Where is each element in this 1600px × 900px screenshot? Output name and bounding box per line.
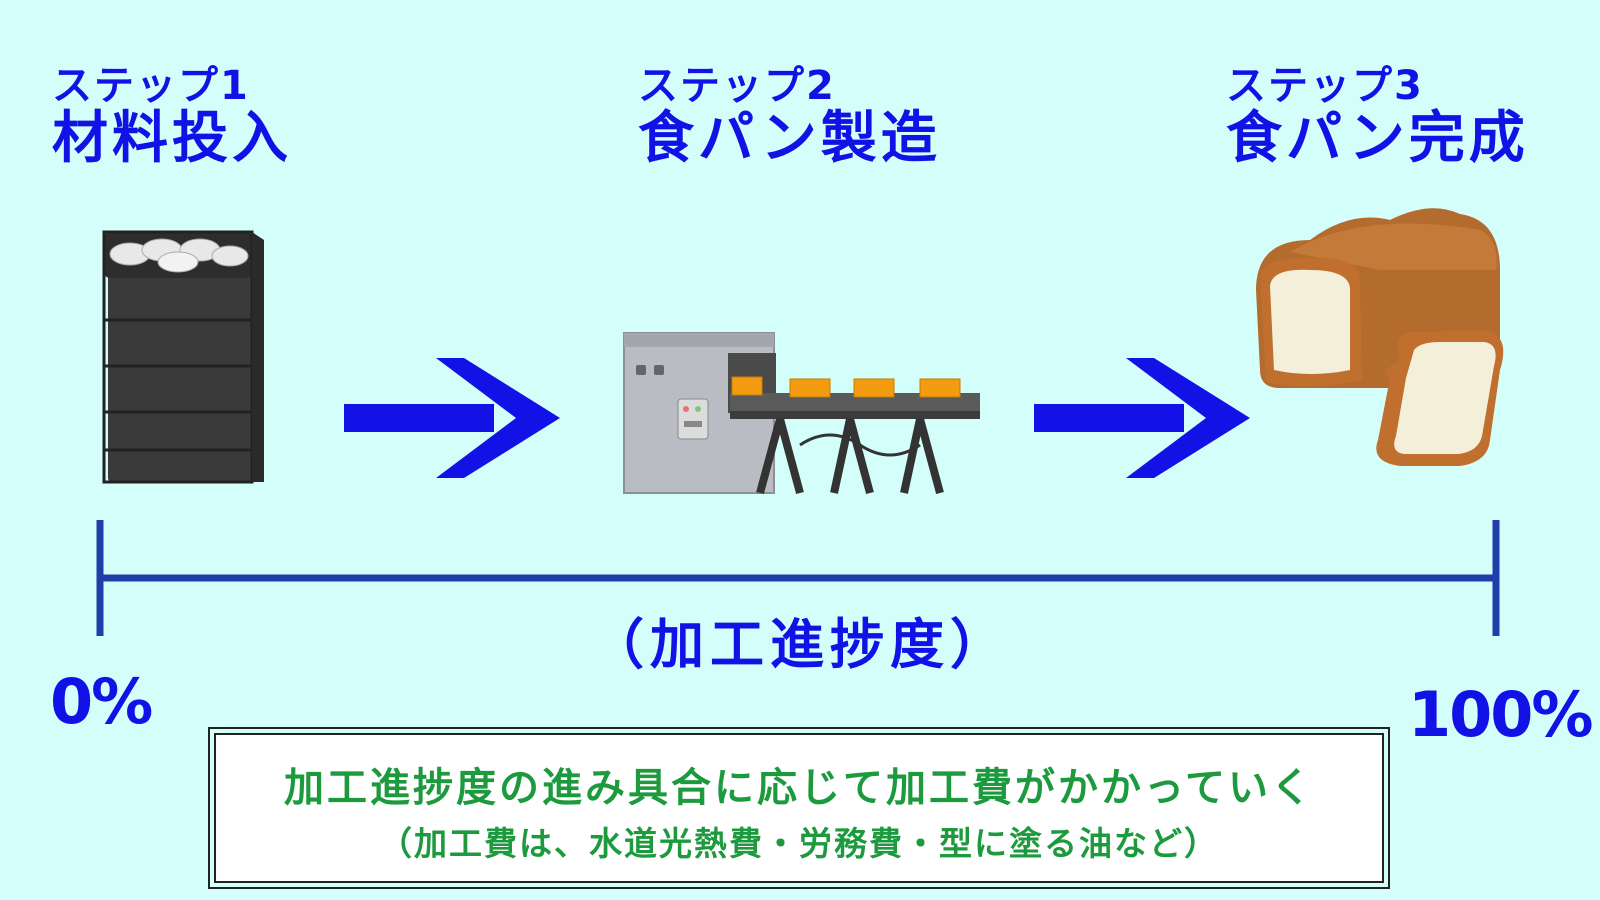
step-1-heading: ステップ1 材料投入 bbox=[52, 64, 292, 170]
progress-scale bbox=[96, 520, 1500, 636]
step-3-heading: ステップ3 食パン完成 bbox=[1226, 64, 1529, 170]
step-1-title: 材料投入 bbox=[52, 106, 292, 171]
step-2-label: ステップ2 bbox=[638, 63, 836, 109]
step-3-title: 食パン完成 bbox=[1226, 106, 1529, 171]
note-sub-text: （加工費は、水道光熱費・労務費・型に塗る油など） bbox=[379, 824, 1219, 863]
step-2-title: 食パン製造 bbox=[638, 106, 941, 171]
bread-factory-machine-icon bbox=[623, 332, 980, 495]
step-3-label: ステップ3 bbox=[1226, 63, 1424, 109]
step-1-label: ステップ1 bbox=[52, 63, 250, 109]
step-2-heading: ステップ2 食パン製造 bbox=[638, 64, 941, 170]
right-arrow-icon bbox=[1034, 358, 1250, 478]
progress-label: （加工進捗度） bbox=[590, 613, 1010, 676]
progress-end-label: 100% bbox=[1408, 678, 1594, 751]
bread-loaf-icon bbox=[1256, 208, 1504, 466]
right-arrow-icon bbox=[344, 358, 560, 478]
progress-start-label: 0% bbox=[50, 665, 153, 738]
note-main-text: 加工進捗度の進み具合に応じて加工費がかかっていく bbox=[284, 765, 1314, 811]
note-box: 加工進捗度の進み具合に応じて加工費がかかっていく （加工費は、水道光熱費・労務費… bbox=[208, 727, 1390, 889]
flour-sack-crate-icon bbox=[102, 230, 264, 484]
